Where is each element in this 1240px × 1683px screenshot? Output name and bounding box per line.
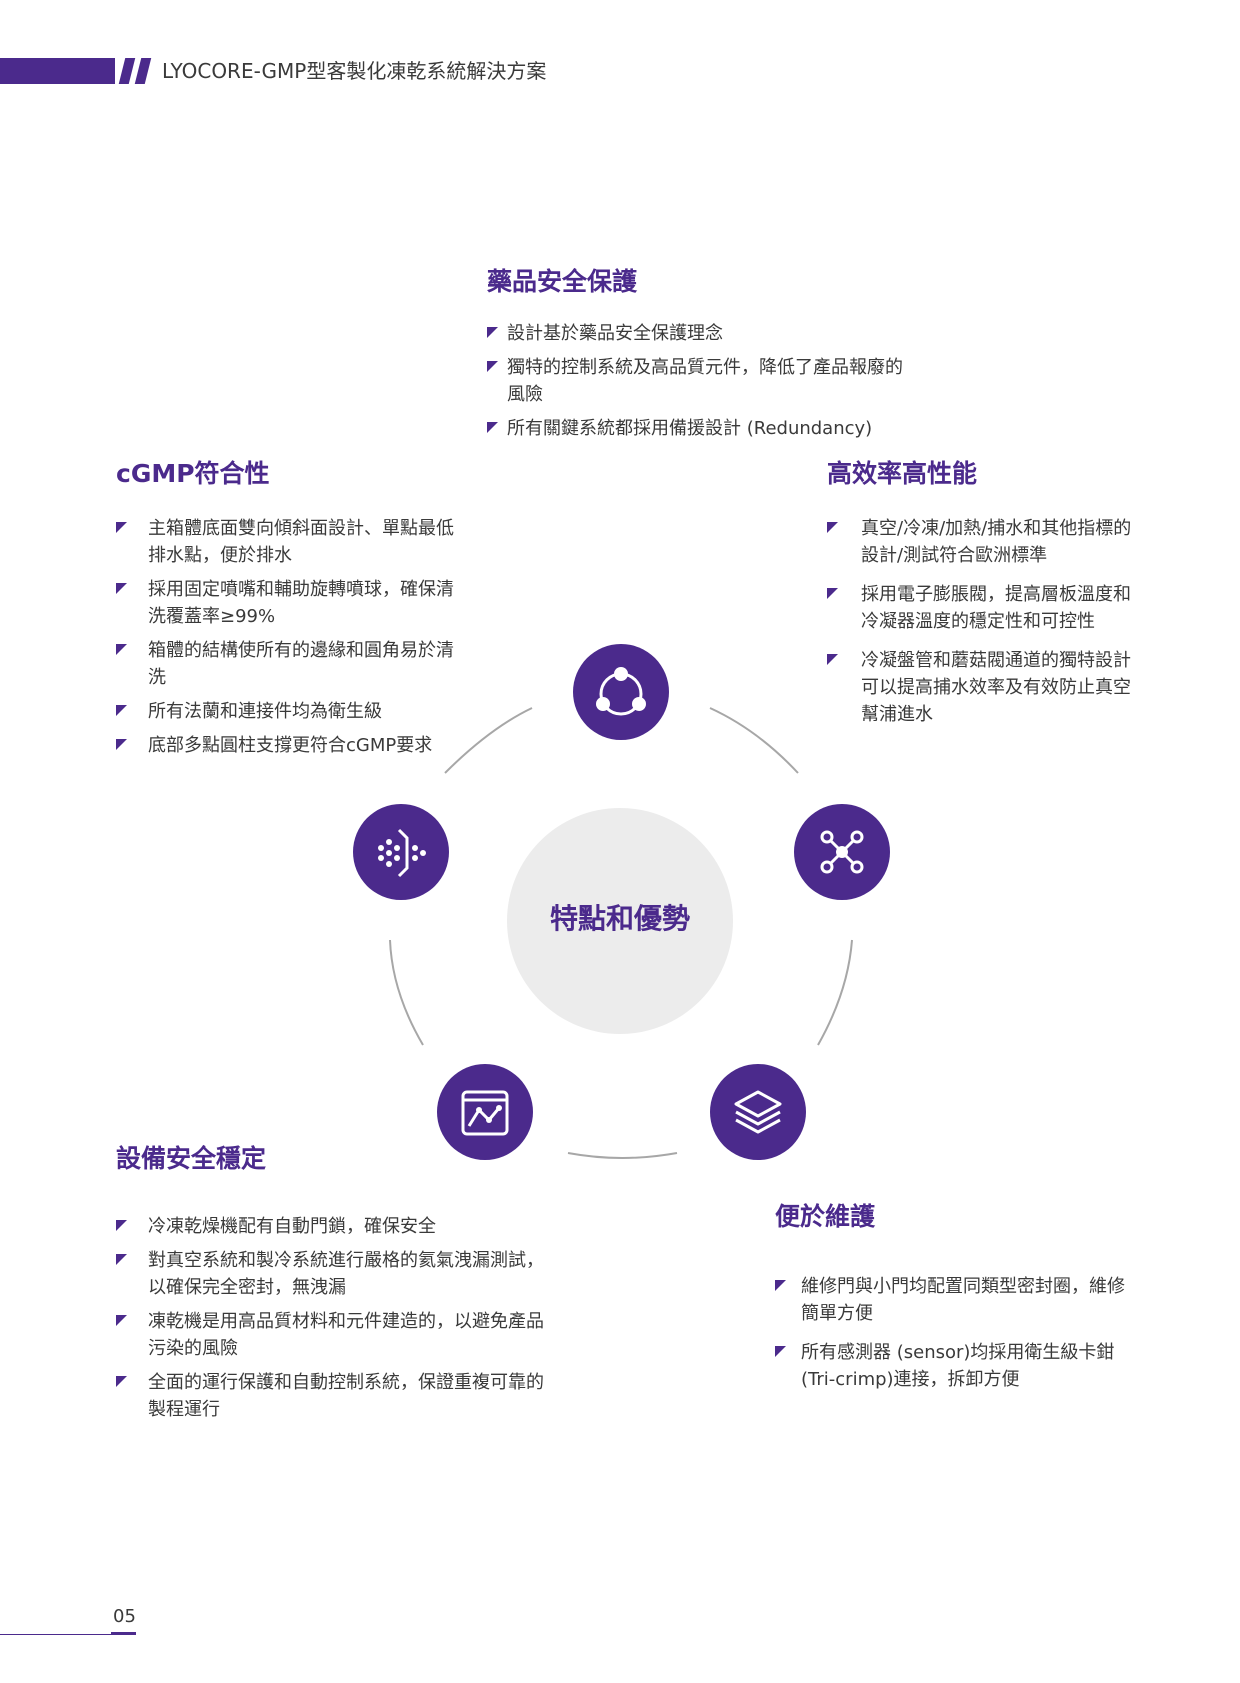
list-item: 冷凍乾燥機配有自動門鎖，確保安全 [116, 1213, 556, 1240]
list-item: 所有感測器 (sensor)均採用衛生級卡鉗(Tri-crimp)連接，拆卸方便 [775, 1339, 1130, 1393]
bullet-list: 真空/冷凍/加熱/捕水和其他指標的設計/測試符合歐洲標準 採用電子膨脹閥，提高層… [827, 515, 1147, 728]
list-item: 底部多點圓柱支撐更符合cGMP要求 [116, 732, 461, 759]
connector-arcs [389, 707, 853, 1159]
list-item: 主箱體底面雙向傾斜面設計、單點最低排水點，便於排水 [116, 515, 461, 569]
header-accent-bar [0, 58, 115, 84]
page-number: 05 [113, 1606, 136, 1627]
list-item: 獨特的控制系統及高品質元件，降低了產品報廢的風險 [487, 354, 912, 408]
document-title: LYOCORE-GMP型客製化凍乾系統解決方案 [162, 59, 547, 83]
arc-top-left [444, 707, 533, 774]
bullet-list: 冷凍乾燥機配有自動門鎖，確保安全 對真空系統和製冷系統進行嚴格的氦氣洩漏測試，以… [116, 1213, 556, 1423]
arc-right [817, 939, 853, 1046]
list-item: 維修門與小門均配置同類型密封圈，維修簡單方便 [775, 1273, 1130, 1327]
footer-rule-accent [111, 1632, 136, 1635]
section-title: 高效率高性能 [827, 459, 978, 488]
section-drug-safety: 藥品安全保護 設計基於藥品安全保護理念 獨特的控制系統及高品質元件，降低了產品報… [487, 266, 912, 449]
list-item: 採用電子膨脹閥，提高層板溫度和冷凝器溫度的穩定性和可控性 [827, 581, 1147, 635]
bullet-list: 維修門與小門均配置同類型密封圈，維修簡單方便 所有感測器 (sensor)均採用… [775, 1273, 1130, 1393]
bullet-list: 設計基於藥品安全保護理念 獨特的控制系統及高品質元件，降低了產品報廢的風險 所有… [487, 320, 912, 442]
section-equipment-stability: 設備安全穩定 冷凍乾燥機配有自動門鎖，確保安全 對真空系統和製冷系統進行嚴格的氦… [116, 1143, 556, 1430]
center-label: 特點和優勢 [549, 902, 690, 935]
layers-icon [710, 1064, 806, 1160]
molecule-network-icon [794, 804, 890, 900]
center-circle [507, 808, 733, 1034]
list-item: 凍乾機是用高品質材料和元件建造的，以避免產品污染的風險 [116, 1308, 556, 1362]
list-item: 採用固定噴嘴和輔助旋轉噴球，確保清洗覆蓋率≥99% [116, 576, 461, 630]
arc-left [389, 939, 424, 1046]
arc-top-right [709, 707, 799, 774]
chart-window-icon [437, 1064, 533, 1160]
section-cgmp-compliance: cGMP符合性 主箱體底面雙向傾斜面設計、單點最低排水點，便於排水 採用固定噴嘴… [116, 458, 461, 766]
section-title: 設備安全穩定 [116, 1144, 267, 1173]
section-high-efficiency: 高效率高性能 真空/冷凍/加熱/捕水和其他指標的設計/測試符合歐洲標準 採用電子… [827, 458, 1147, 740]
list-item: 冷凝盤管和蘑菇閥通道的獨特設計可以提高捕水效率及有效防止真空幫浦進水 [827, 647, 1147, 728]
list-item: 所有法蘭和連接件均為衛生級 [116, 698, 461, 725]
list-item: 對真空系統和製冷系統進行嚴格的氦氣洩漏測試，以確保完全密封，無洩漏 [116, 1247, 556, 1301]
list-item: 真空/冷凍/加熱/捕水和其他指標的設計/測試符合歐洲標準 [827, 515, 1147, 569]
section-title: cGMP符合性 [116, 459, 270, 488]
share-network-icon [573, 644, 669, 740]
list-item: 箱體的結構使所有的邊緣和圓角易於清洗 [116, 637, 461, 691]
list-item: 所有關鍵系統都採用備援設計 (Redundancy) [487, 415, 912, 442]
footer-rule [0, 1634, 135, 1635]
list-item: 全面的運行保護和自動控制系統，保證重複可靠的製程運行 [116, 1369, 556, 1423]
arc-bottom [567, 1152, 678, 1159]
bullet-list: 主箱體底面雙向傾斜面設計、單點最低排水點，便於排水 採用固定噴嘴和輔助旋轉噴球，… [116, 515, 461, 759]
list-item: 設計基於藥品安全保護理念 [487, 320, 912, 347]
filter-particles-icon [353, 804, 449, 900]
section-easy-maintenance: 便於維護 維修門與小門均配置同類型密封圈，維修簡單方便 所有感測器 (senso… [775, 1201, 1130, 1405]
section-title: 便於維護 [775, 1202, 876, 1231]
section-title: 藥品安全保護 [487, 267, 638, 296]
